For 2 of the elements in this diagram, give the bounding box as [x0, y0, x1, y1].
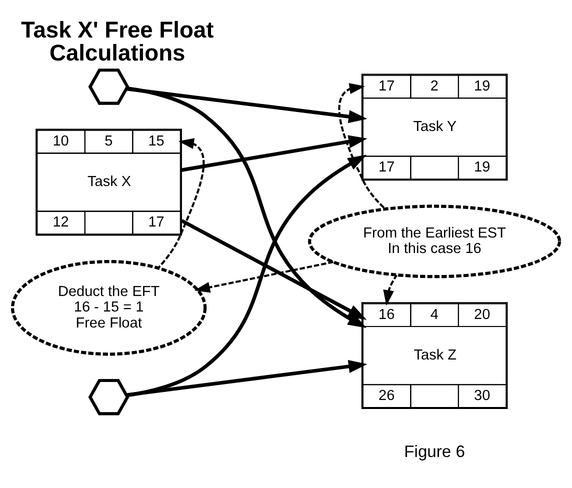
diagram-title: Task X' Free Float Calculations — [20, 16, 214, 66]
caption: Figure 6 — [404, 442, 466, 462]
